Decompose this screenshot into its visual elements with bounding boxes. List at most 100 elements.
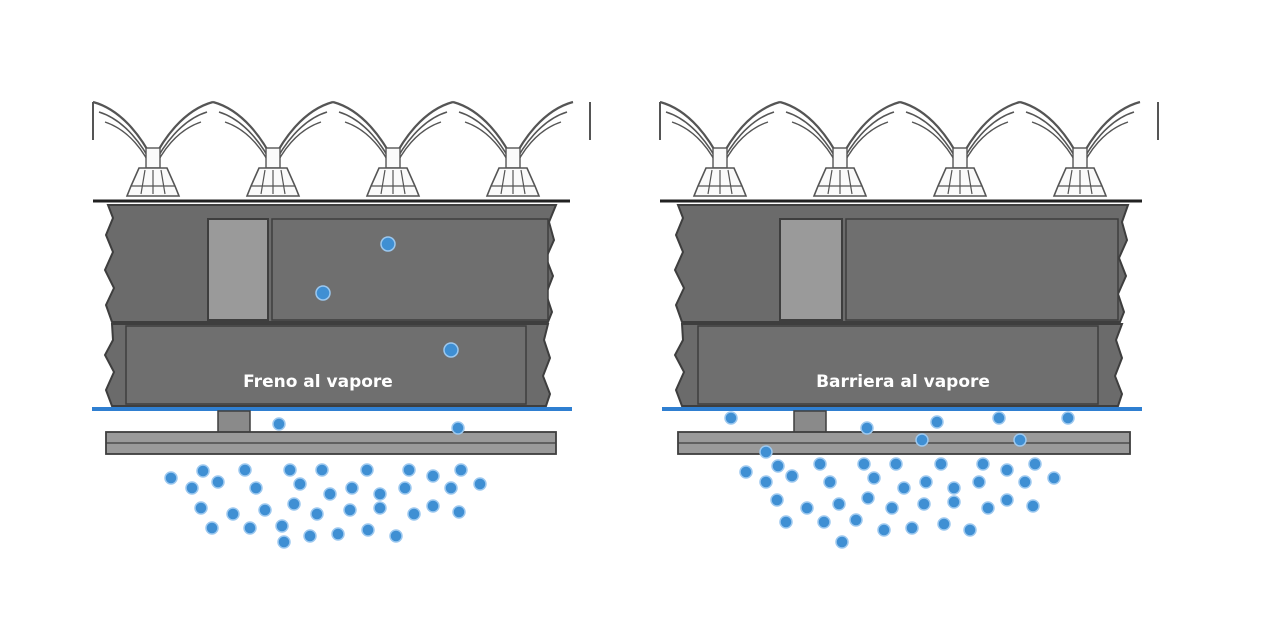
- vapor-particle-icon: [972, 475, 986, 489]
- vapor-particle-icon: [454, 463, 468, 477]
- vapor-particle-icon: [849, 513, 863, 527]
- vapor-particle-icon: [310, 507, 324, 521]
- vapor-particle-icon: [272, 417, 286, 431]
- vapor-particle-icon: [885, 501, 899, 515]
- roof-tiles-icon: [658, 100, 1159, 198]
- vapor-particle-icon: [992, 411, 1006, 425]
- batten-post: [217, 410, 251, 434]
- vapor-particle-icon: [443, 342, 459, 358]
- vapor-particle-icon: [343, 503, 357, 517]
- vapor-particle-icon: [860, 421, 874, 435]
- vapor-particle-icon: [164, 471, 178, 485]
- vapor-particle-icon: [759, 475, 773, 489]
- vapor-particle-icon: [861, 491, 875, 505]
- vapor-particle-icon: [287, 497, 301, 511]
- vapor-particle-icon: [771, 459, 785, 473]
- vapor-particle-icon: [315, 285, 331, 301]
- vapor-particle-icon: [389, 529, 403, 543]
- panel-label: Barriera al vapore: [816, 372, 990, 392]
- vapor-particle-icon: [380, 236, 396, 252]
- vapor-particles-left: [164, 236, 487, 549]
- vapor-particle-icon: [398, 481, 412, 495]
- vapor-particle-icon: [1028, 457, 1042, 471]
- vapor-particle-icon: [917, 497, 931, 511]
- vapor-particle-icon: [835, 535, 849, 549]
- vapor-particle-icon: [934, 457, 948, 471]
- vapor-particle-icon: [211, 475, 225, 489]
- vapor-particle-icon: [196, 464, 210, 478]
- vapor-particle-icon: [724, 411, 738, 425]
- vapor-particle-icon: [832, 497, 846, 511]
- vapor-particle-icon: [451, 421, 465, 435]
- vapor-particle-icon: [981, 501, 995, 515]
- vapor-particle-icon: [857, 457, 871, 471]
- vapor-particle-icon: [759, 445, 773, 459]
- vapor-particle-icon: [243, 521, 257, 535]
- vapor-particle-icon: [402, 463, 416, 477]
- vapor-particle-icon: [444, 481, 458, 495]
- vapor-particle-icon: [194, 501, 208, 515]
- vapor-particle-icon: [452, 505, 466, 519]
- vapor-particle-icon: [205, 521, 219, 535]
- vapor-particle-icon: [185, 481, 199, 495]
- vapor-particle-icon: [1000, 493, 1014, 507]
- panel-label: Freno al vapore: [243, 372, 393, 392]
- vapor-particle-icon: [739, 465, 753, 479]
- vapor-particle-icon: [1047, 471, 1061, 485]
- vapor-particle-icon: [905, 521, 919, 535]
- vapor-particle-icon: [785, 469, 799, 483]
- panel-upper-right: [271, 218, 549, 321]
- vapor-particle-icon: [226, 507, 240, 521]
- vapor-particle-icon: [867, 471, 881, 485]
- vapor-particle-icon: [373, 487, 387, 501]
- vapor-particle-icon: [947, 481, 961, 495]
- vapor-particle-icon: [303, 529, 317, 543]
- lower-inner-board: [697, 325, 1099, 405]
- vapor-particle-icon: [937, 517, 951, 531]
- vapor-particle-icon: [770, 493, 784, 507]
- vapor-particle-icon: [426, 499, 440, 513]
- vapor-particle-icon: [275, 519, 289, 533]
- vapor-particle-icon: [800, 501, 814, 515]
- vapor-particle-icon: [877, 523, 891, 537]
- vapor-particle-icon: [323, 487, 337, 501]
- vapor-particle-icon: [823, 475, 837, 489]
- vapor-particle-icon: [947, 495, 961, 509]
- vapor-particle-icon: [1026, 499, 1040, 513]
- vapor-particle-icon: [1013, 433, 1027, 447]
- vapor-particle-icon: [930, 415, 944, 429]
- vapor-particle-icon: [373, 501, 387, 515]
- vapor-particle-icon: [426, 469, 440, 483]
- vapor-particle-icon: [293, 477, 307, 491]
- vapor-particle-icon: [473, 477, 487, 491]
- vapor-particle-icon: [915, 433, 929, 447]
- panel-right-vapor-barrier: Barriera al vapore: [658, 100, 1159, 549]
- vapor-particle-icon: [813, 457, 827, 471]
- vapor-particle-icon: [249, 481, 263, 495]
- panel-left-vapor-brake: Freno al vapore: [91, 100, 591, 549]
- vapor-particle-icon: [1000, 463, 1014, 477]
- batten-post: [793, 410, 827, 434]
- vapor-particle-icon: [361, 523, 375, 537]
- vapor-particle-icon: [283, 463, 297, 477]
- timber-post: [779, 218, 843, 321]
- vapor-particle-icon: [1018, 475, 1032, 489]
- vapor-particle-icon: [889, 457, 903, 471]
- vapor-particle-icon: [963, 523, 977, 537]
- timber-post: [207, 218, 269, 321]
- vapor-particle-icon: [277, 535, 291, 549]
- vapor-particles-right: [724, 411, 1075, 549]
- vapor-particle-icon: [779, 515, 793, 529]
- panel-upper-right: [845, 218, 1119, 321]
- vapor-particle-icon: [897, 481, 911, 495]
- vapor-particle-icon: [238, 463, 252, 477]
- vapor-particle-icon: [315, 463, 329, 477]
- vapor-particle-icon: [360, 463, 374, 477]
- roof-tiles-icon: [91, 100, 591, 198]
- vapor-particle-icon: [817, 515, 831, 529]
- vapor-particle-icon: [331, 527, 345, 541]
- vapor-particle-icon: [345, 481, 359, 495]
- vapor-particle-icon: [919, 475, 933, 489]
- vapor-particle-icon: [976, 457, 990, 471]
